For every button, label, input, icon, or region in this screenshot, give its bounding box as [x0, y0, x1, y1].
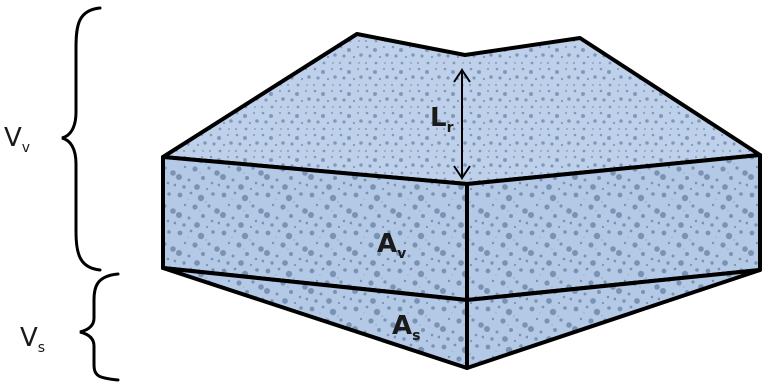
vv-brace [61, 6, 102, 272]
lower-right-face [465, 268, 762, 370]
label-as: As [392, 311, 420, 344]
label-av: Av [377, 229, 406, 262]
label-vs: Vs [20, 323, 45, 356]
label-lr: Lr [430, 103, 454, 136]
label-vv: Vv [4, 123, 30, 156]
lr-double-arrow [453, 68, 471, 180]
vs-brace [79, 272, 120, 382]
